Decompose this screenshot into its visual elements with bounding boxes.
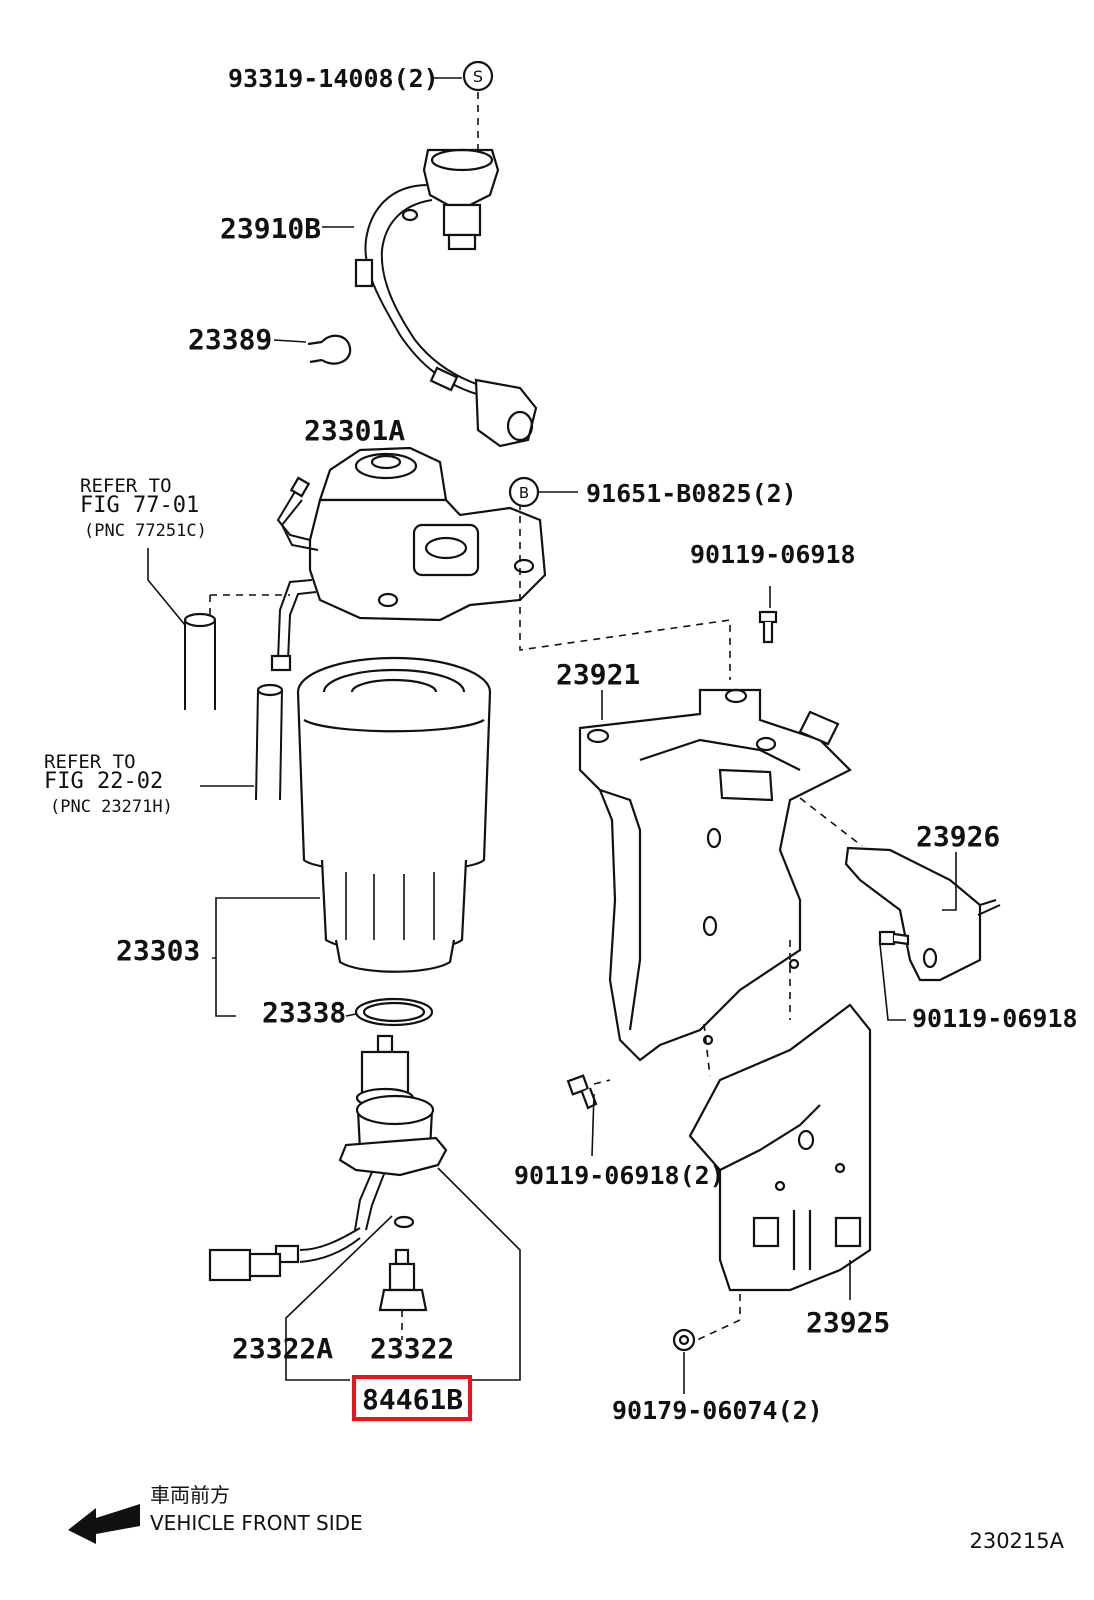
bracket-23921 <box>578 688 852 1062</box>
label-23322: 23322 <box>370 1332 454 1365</box>
sensor-23322 <box>378 1248 428 1340</box>
label-90119-06918-top: 90119-06918 <box>690 540 856 569</box>
highlight-box <box>352 1375 472 1421</box>
ref2-line2: FIG 22-02 <box>44 769 163 794</box>
label-23921: 23921 <box>556 658 640 691</box>
filter-head-23301A <box>270 446 547 672</box>
ref1-line3: (PNC 77251C) <box>84 521 207 541</box>
fuel-sensor-23910B: S <box>354 60 538 448</box>
label-93319-14008: 93319-14008(2) <box>228 64 439 93</box>
marker-s: S <box>473 67 483 86</box>
label-23322A: 23322A <box>232 1332 333 1365</box>
bracket-23925 <box>688 1003 872 1292</box>
ref1-line2: FIG 77-01 <box>80 493 199 518</box>
figure-id: 230215A <box>969 1529 1064 1553</box>
label-91651-B0825: 91651-B0825(2) <box>586 479 797 508</box>
drain-plug-assembly <box>208 1034 448 1282</box>
bracket-23926 <box>844 846 1001 982</box>
label-84461B: 84461B <box>362 1383 463 1416</box>
label-90179-06074: 90179-06074(2) <box>612 1396 823 1425</box>
filter-element-23303 <box>296 656 492 973</box>
o-ring-23322A <box>393 1215 415 1229</box>
label-90119-06918-right: 90119-06918 <box>912 1004 1078 1033</box>
label-23338: 23338 <box>262 996 346 1029</box>
marker-b: B <box>519 484 529 502</box>
label-23303: 23303 <box>116 934 200 967</box>
clip-23389 <box>307 334 352 365</box>
refer-note-1: REFER TO FIG 77-01 (PNC 77251C) <box>80 475 207 541</box>
gasket-23338 <box>354 997 434 1027</box>
direction-jp: 車両前方 <box>150 1483 230 1507</box>
ref2-line1: REFER TO <box>44 751 136 773</box>
refer-note-2: REFER TO FIG 22-02 (PNC 23271H) <box>44 751 173 817</box>
label-90119-06918-2: 90119-06918(2) <box>514 1161 725 1190</box>
bolt-90119-top <box>758 610 778 644</box>
direction-en: VEHICLE FRONT SIDE <box>150 1511 363 1535</box>
ref2-line3: (PNC 23271H) <box>50 797 173 817</box>
arrow-icon <box>68 1504 140 1544</box>
label-23389: 23389 <box>188 323 272 356</box>
bolt-90119-right <box>878 930 910 946</box>
leader-lines <box>147 77 957 1394</box>
ref1-line1: REFER TO <box>80 475 172 497</box>
hoses <box>183 612 284 801</box>
part-labels: 93319-14008(2) 23910B 23389 23301A B 916… <box>116 64 1078 1425</box>
nut-90179 <box>672 1328 696 1352</box>
label-23926: 23926 <box>916 820 1000 853</box>
label-23925: 23925 <box>806 1306 890 1339</box>
vehicle-front-indicator: 車両前方 VEHICLE FRONT SIDE <box>68 1483 363 1544</box>
label-23301A: 23301A <box>304 414 405 447</box>
bolt-90119-left <box>566 1074 598 1110</box>
label-23910B: 23910B <box>220 212 321 245</box>
